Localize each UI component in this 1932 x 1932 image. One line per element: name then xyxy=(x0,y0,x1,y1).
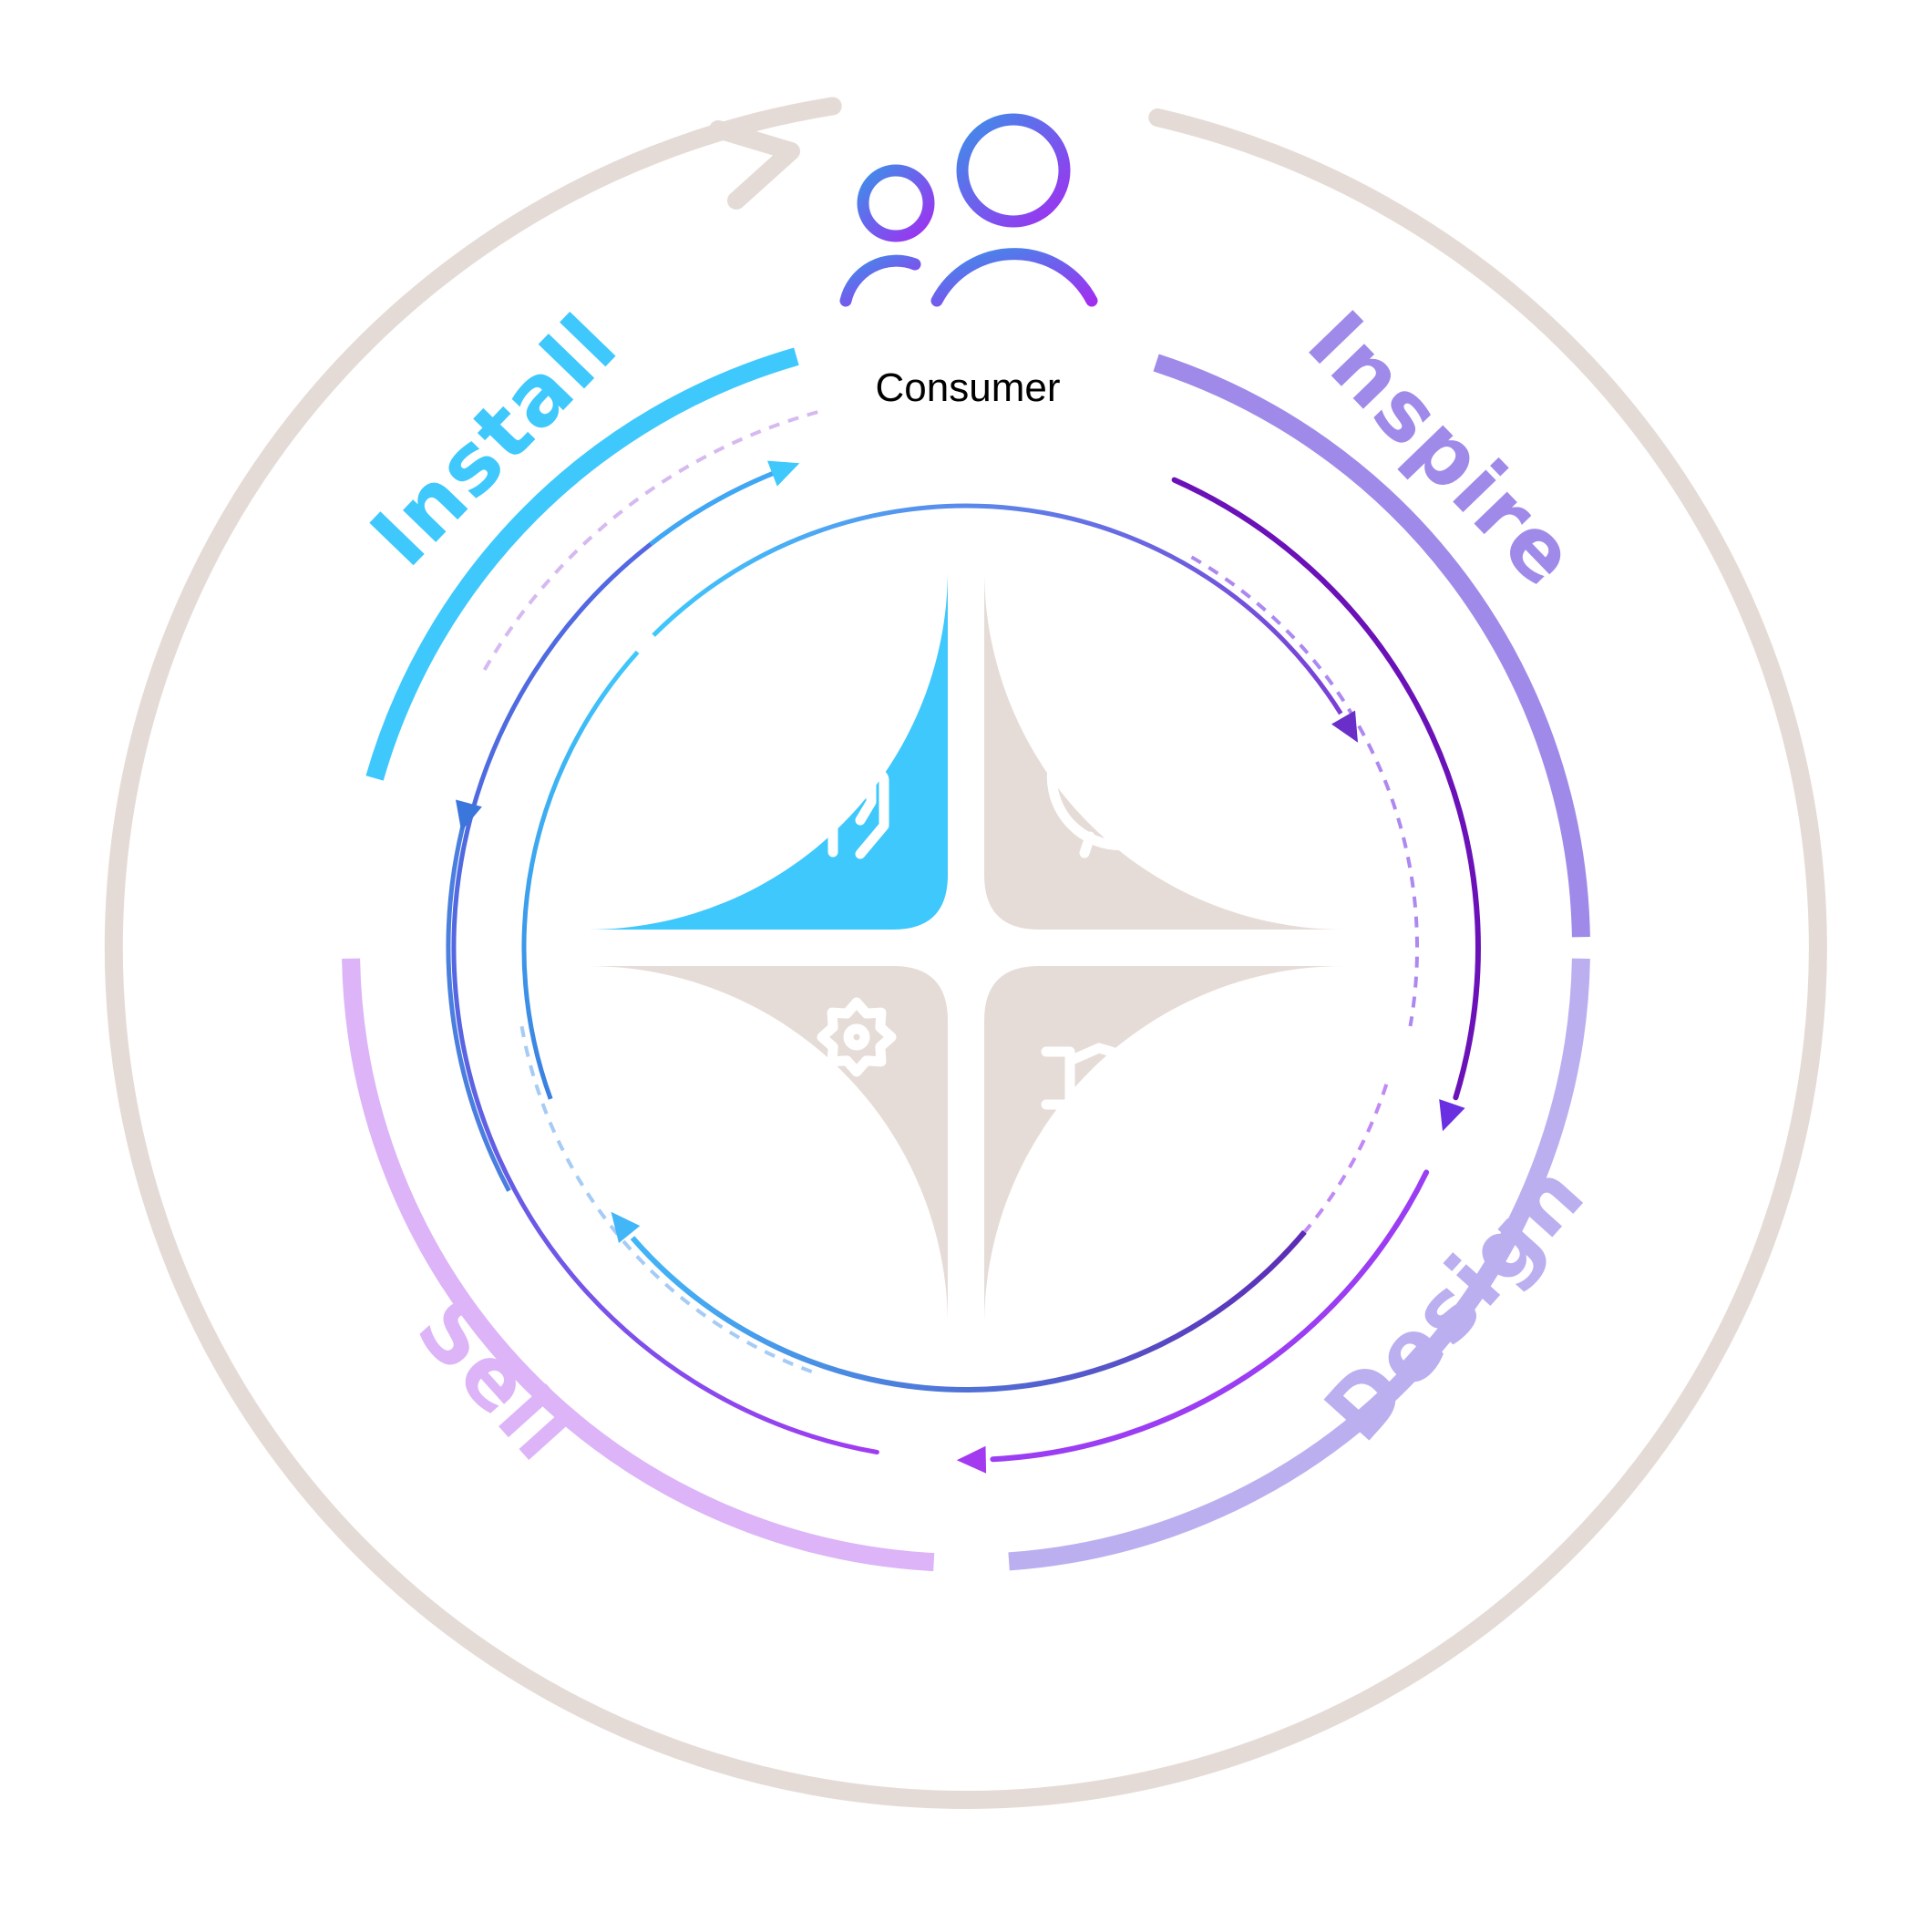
handshake-icon xyxy=(1041,1035,1207,1132)
quadrant-grid xyxy=(588,570,1344,1326)
inspire-to-design-arrow xyxy=(1171,477,1481,1101)
sell-solid-arc xyxy=(451,464,879,1454)
sell-to-install-arrowhead xyxy=(456,799,482,832)
design-quadrant xyxy=(984,966,1344,1326)
inner-bottom-arc xyxy=(630,1229,1307,1392)
inspire-quadrant xyxy=(984,570,1344,930)
sell-dashed-arc xyxy=(519,1025,813,1373)
sell-to-install-arrow xyxy=(446,804,511,1192)
inner-top-arrowhead xyxy=(1331,710,1358,743)
outer-ring-arc xyxy=(104,97,1827,1809)
inspire-phase-arc xyxy=(1153,354,1590,938)
inspire-to-design-arrowhead xyxy=(1439,1099,1465,1132)
outer-ring-arrowhead xyxy=(709,120,800,210)
install-to-consumer-arrowhead xyxy=(767,460,800,487)
phase-label-sell: Sell xyxy=(398,1279,592,1480)
phase-arcs xyxy=(342,347,1590,1572)
inspire-dashed-arc xyxy=(1190,555,1420,1027)
flow-arrows xyxy=(446,408,1481,1474)
consumer-icon xyxy=(839,113,1098,307)
install-phase-arc xyxy=(365,347,799,781)
install-to-consumer-arrow xyxy=(649,470,776,547)
target-with-arrow-icon xyxy=(1046,691,1203,858)
person-supported-by-hands-icon xyxy=(733,694,889,859)
install-dashed-arc xyxy=(482,408,823,672)
sell-quadrant xyxy=(588,966,948,1326)
design-to-sell-arrow xyxy=(990,1169,1430,1463)
design-to-sell-arrowhead xyxy=(956,1445,987,1474)
install-quadrant xyxy=(588,570,948,930)
consumer-label: Consumer xyxy=(876,365,1061,410)
inner-top-arc xyxy=(652,503,1343,715)
phase-label-design: Design xyxy=(1307,1145,1604,1459)
design-dashed-arc xyxy=(889,1084,1389,1392)
inner-left-arc xyxy=(521,650,640,1100)
inner-bottom-arrowhead xyxy=(611,1211,641,1243)
gears-icon xyxy=(736,997,897,1157)
sell-phase-arc xyxy=(342,958,935,1572)
design-phase-arc xyxy=(1008,958,1590,1571)
outer-cycle-ring xyxy=(104,97,1827,1809)
